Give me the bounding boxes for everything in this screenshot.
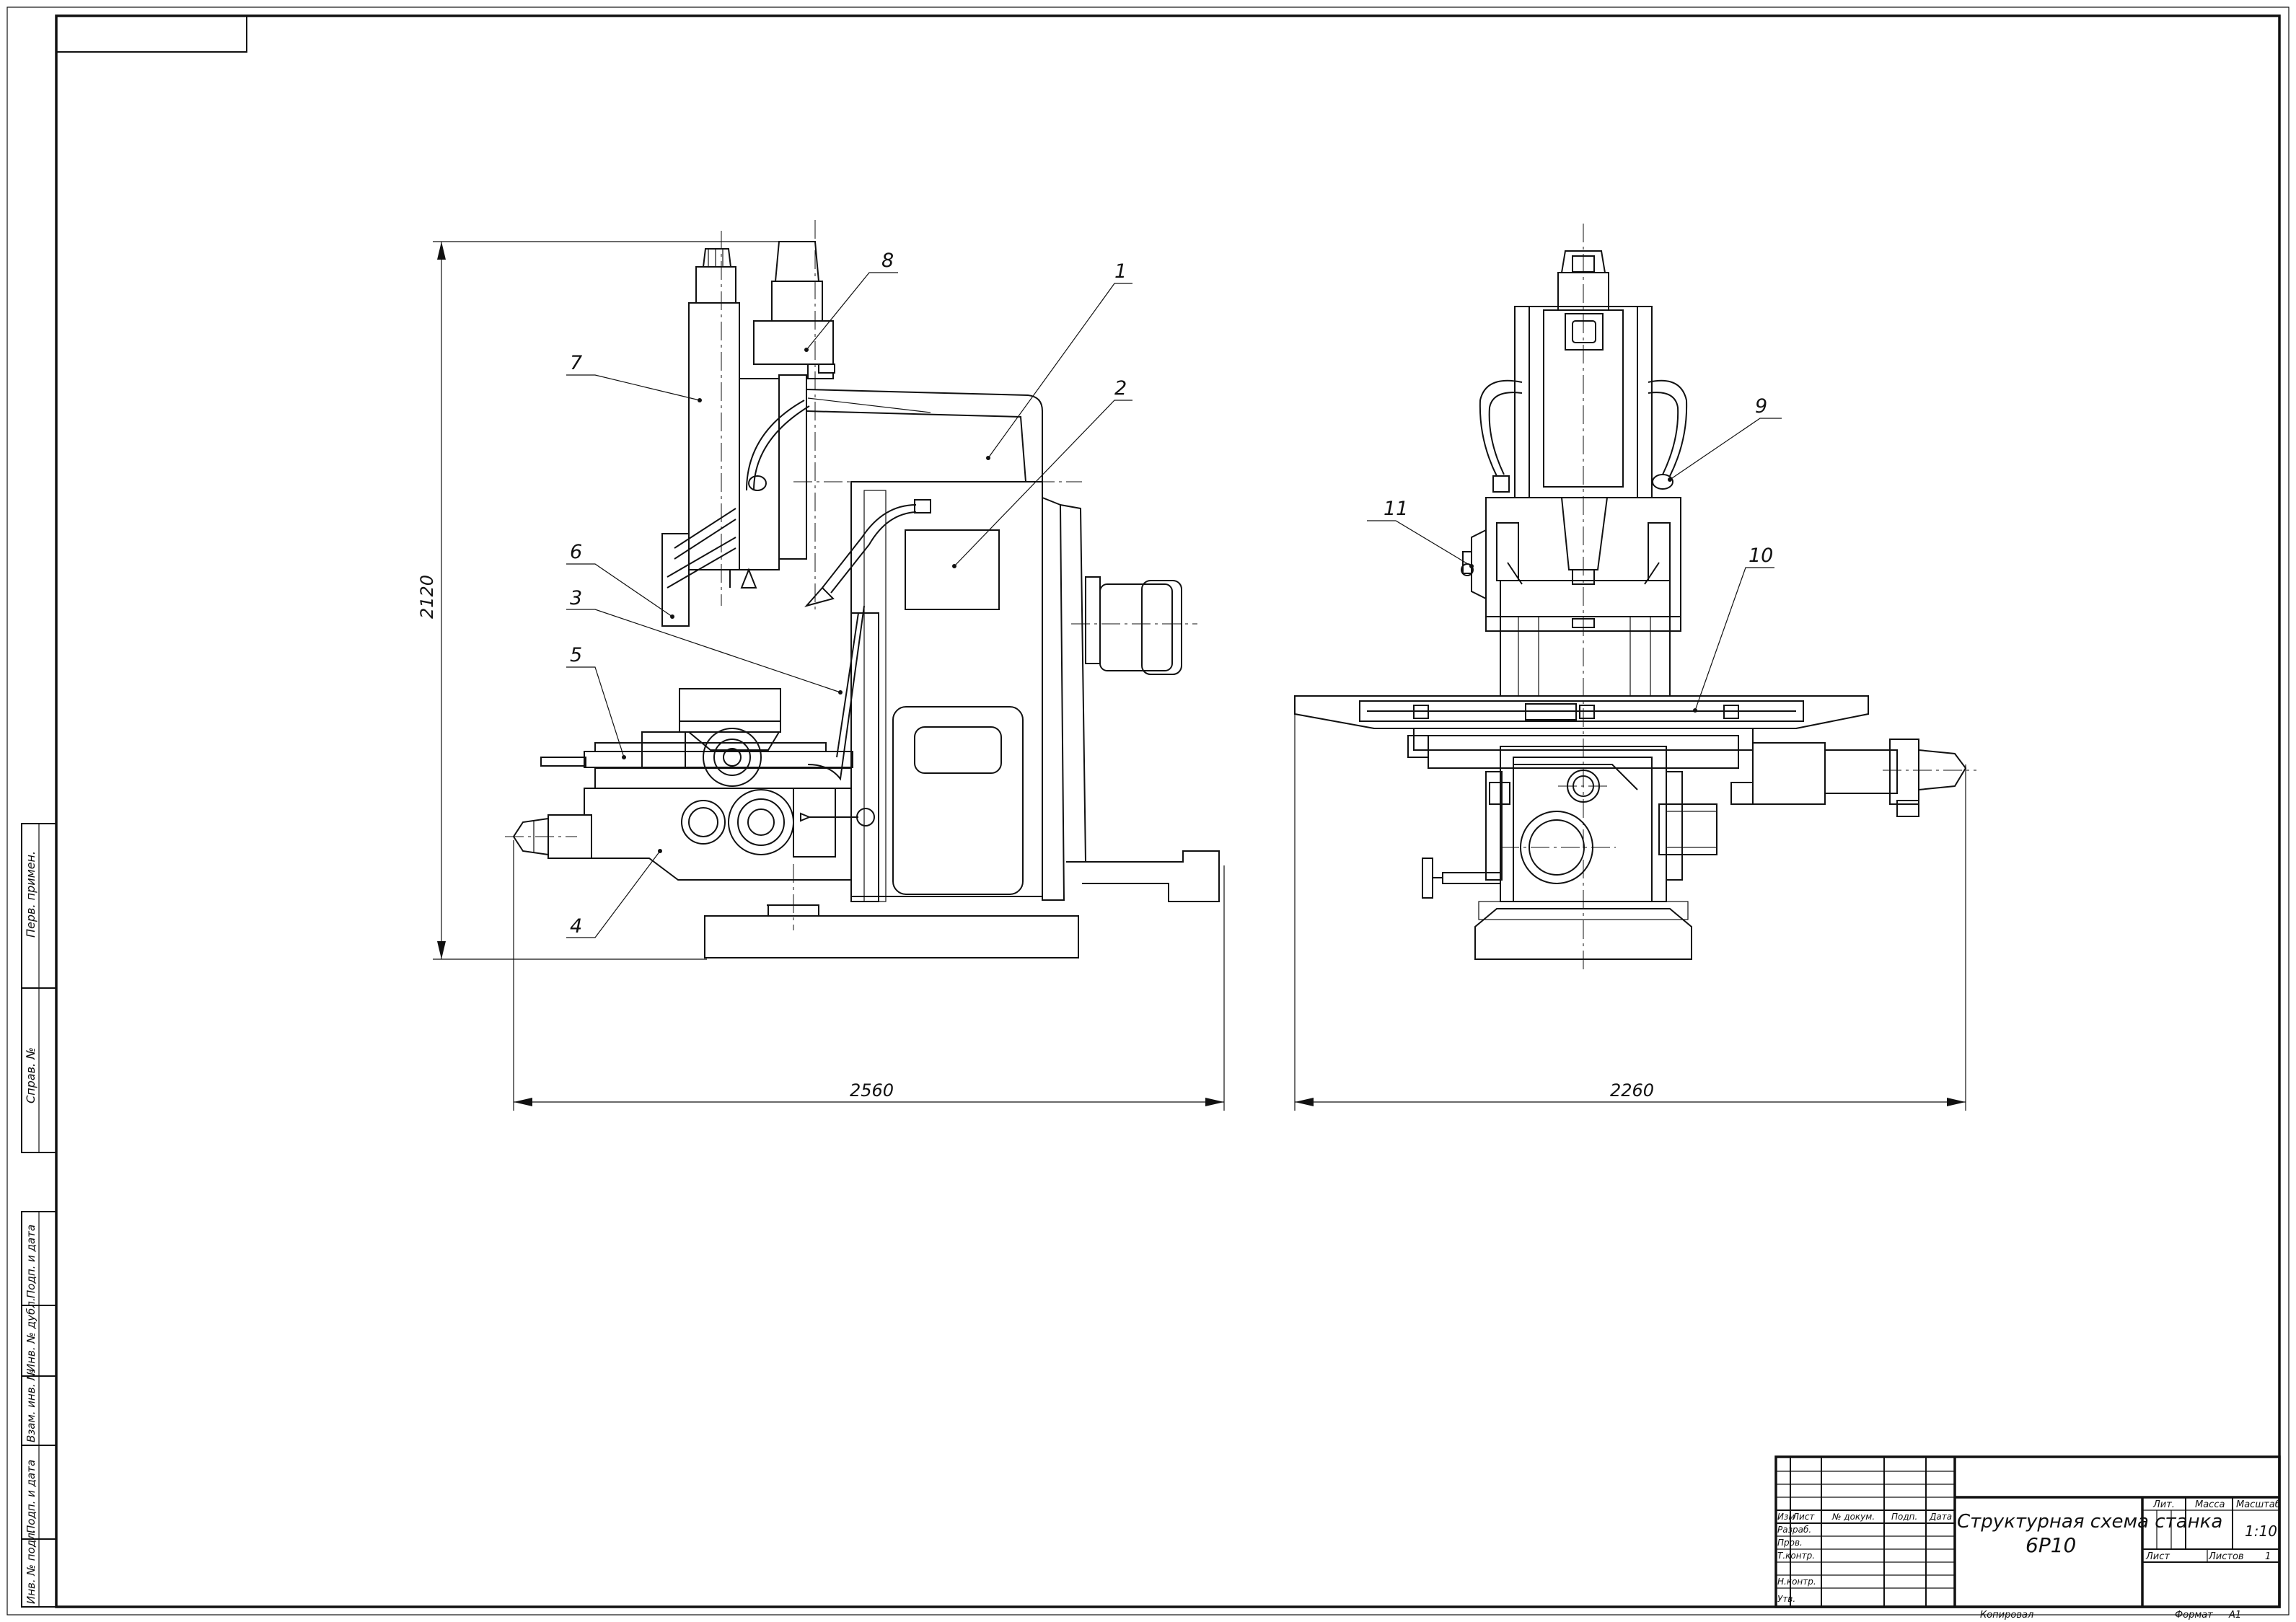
side-view-leaders [566, 272, 1132, 938]
dimensions [433, 241, 1966, 1111]
callout-3: 3 [570, 587, 582, 609]
tb-row-nkontr: Н.контр. [1777, 1577, 1816, 1587]
callout-5: 5 [570, 644, 582, 666]
tb-col-list: Лист [1792, 1512, 1815, 1522]
callout-8: 8 [881, 250, 894, 272]
callout-9: 9 [1755, 395, 1767, 418]
dim-width-front: 2260 [1610, 1080, 1654, 1101]
drawing-title-line1: Структурная схема станка [1957, 1511, 2222, 1533]
tb-copied: Копировал [1980, 1610, 2033, 1621]
side-stamp: Перв. примен. Справ. № Подп. и дата Инв.… [21, 823, 57, 1608]
tb-sheets-label: Листов [2208, 1551, 2244, 1562]
tb-sheets-value: 1 [2265, 1551, 2271, 1562]
stamp-sprav: Справ. № [24, 1047, 38, 1103]
tb-masshtab: Масштаб [2236, 1499, 2281, 1510]
stamp-podp-data-1: Подп. и дата [25, 1225, 38, 1298]
tb-row-razrab: Разраб. [1777, 1525, 1811, 1535]
stamp-inv-dubl: Инв. № дубл. [25, 1297, 38, 1372]
callout-10: 10 [1749, 545, 1773, 567]
front-view [1294, 224, 1976, 970]
drawing-title-line2: 6Р10 [2026, 1533, 2076, 1557]
tb-lit: Лит. [2152, 1499, 2175, 1510]
tb-col-doc: № докум. [1831, 1512, 1875, 1522]
tb-row-tkontr: Т.контр. [1777, 1551, 1815, 1561]
tb-col-sign: Подп. [1891, 1512, 1917, 1522]
tb-format-value: А1 [2228, 1610, 2241, 1621]
drawing-frame [6, 6, 2290, 1616]
tb-col-izm: Изм [1777, 1512, 1795, 1522]
stamp-inv-podl: Инв. № подл. [25, 1530, 38, 1604]
dim-width-side: 2560 [850, 1080, 894, 1101]
tb-scale-value: 1:10 [2245, 1522, 2277, 1540]
tb-row-prov: Пров. [1777, 1538, 1803, 1548]
stamp-podp-data-2: Подп. и дата [25, 1460, 38, 1533]
callout-7: 7 [570, 352, 582, 374]
tb-col-date: Дата [1929, 1512, 1952, 1522]
callout-6: 6 [570, 541, 582, 563]
callout-2: 2 [1114, 377, 1127, 400]
front-view-leaders [1367, 418, 1782, 713]
callout-1: 1 [1114, 260, 1127, 283]
tb-massa: Масса [2195, 1499, 2225, 1510]
callout-4: 4 [570, 915, 582, 938]
tb-row-utv: Утв. [1777, 1594, 1795, 1604]
stamp-vzam-inv: Взам. инв. № [25, 1369, 38, 1442]
tb-format-label: Формат [2175, 1610, 2213, 1621]
dim-height: 2120 [417, 575, 437, 619]
tb-sheet-label: Лист [2145, 1551, 2170, 1562]
stamp-perv-primen: Перв. примен. [24, 851, 38, 938]
callout-11: 11 [1384, 498, 1408, 520]
title-block [1774, 1455, 2281, 1608]
side-view [505, 220, 1220, 958]
